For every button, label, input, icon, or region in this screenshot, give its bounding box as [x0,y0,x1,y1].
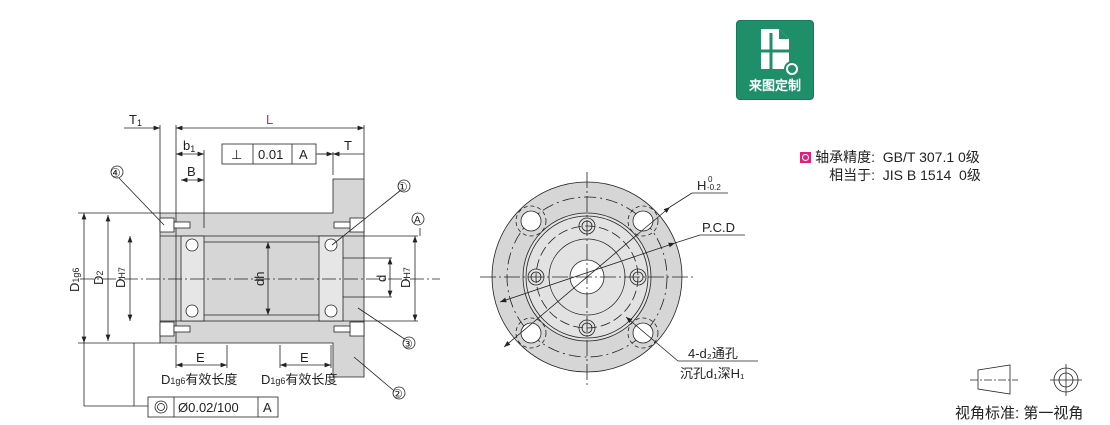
callout-4: ④ [110,166,121,180]
dim-E-left: E [196,350,205,365]
eff-len-left: D1g6有效长度 [161,372,237,387]
dim-T1: T1 [129,112,142,128]
front-view [480,172,758,385]
side-view-labels: T1 L b1 B T ⊥ 0.01 A Ø0.02/100 A D1g6 D2… [67,112,421,415]
dim-H-upper: 0 [708,175,713,184]
eff-len-right: D1g6有效长度 [261,372,337,387]
spec-value: GB/T 307.1 0级 [882,149,980,165]
dim-E-right: E [300,350,309,365]
conc-datum: A [263,400,272,415]
pcd-label: P.C.D [702,220,735,235]
callout-1: ① [397,180,408,194]
marker-icon [800,152,812,163]
custom-drawing-icon [761,29,800,77]
housing-body [159,178,365,378]
dim-DH7-left: DH7 [113,267,128,288]
bearing-precision-spec: 轴承精度: GB/T 307.1 0级 相当于: JIS B 1514 0级 [783,148,981,184]
dim-dh: dh [252,272,267,286]
dim-T: T [344,138,352,153]
side-view [78,125,440,418]
callout-3: ③ [402,337,413,351]
callout-2: ② [392,387,403,401]
projection-label: 视角标准: 第一视角 [955,405,1084,422]
dim-b1: b1 [183,138,195,154]
bolts [159,217,365,337]
dimension-lines [78,125,421,407]
dim-B: B [187,164,196,179]
perp-value: 0.01 [258,147,283,162]
dim-DH7-right: DH7 [398,267,413,288]
holes-note-1: 4-d₂通孔 [688,346,738,361]
dim-d: d [374,275,389,282]
dim-D1: D1g6 [67,268,82,292]
badge-label: 来图定制 [748,78,801,93]
equiv-value: JIS B 1514 0级 [882,167,981,183]
front-view-labels: H 0 -0.2 P.C.D 4-d₂通孔 沉孔d₁深H₁ [680,175,745,381]
perp-symbol: ⊥ [231,147,242,162]
dim-L: L [266,112,273,127]
equiv-label: 相当于: [829,167,875,183]
holes-note-2: 沉孔d₁深H₁ [680,366,745,381]
datum-A: A [414,215,421,226]
dim-H: H [697,178,706,193]
first-angle-symbol [970,364,1082,396]
spec-label: 轴承精度: [815,149,875,165]
perp-datum: A [299,147,308,162]
custom-drawing-badge[interactable]: 来图定制 [736,20,814,100]
dim-D2: D2 [91,271,106,285]
conc-value: Ø0.02/100 [178,400,239,415]
dim-H-lower: -0.2 [707,183,721,192]
bearing-left [180,235,205,322]
